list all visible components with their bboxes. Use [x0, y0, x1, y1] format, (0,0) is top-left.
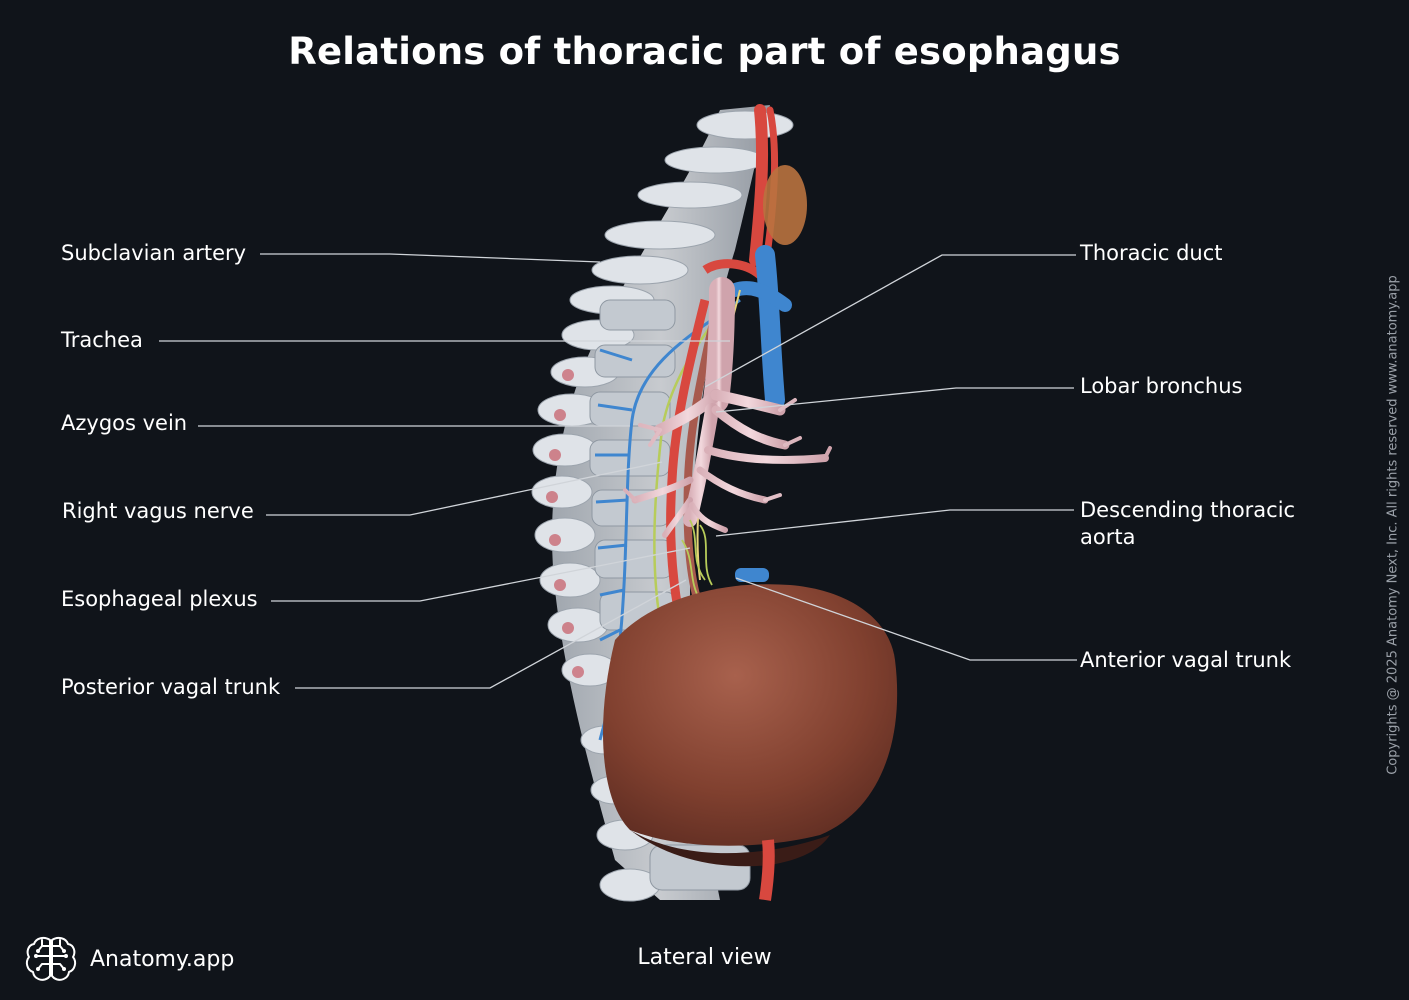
label-anterior-vagal-trunk: Anterior vagal trunk: [1080, 648, 1292, 672]
subclavian-artery: [702, 259, 763, 279]
leader-lobar-bronchus: [715, 387, 1074, 413]
diaphragm-lower-shadow: [630, 830, 830, 867]
copyright-notice: Copyrights @ 2025 Anatomy Next, Inc. All…: [1385, 275, 1401, 775]
label-right-vagus-nerve: Right vagus nerve: [62, 499, 254, 523]
leader-lines: [159, 253, 1077, 689]
label-descending-thoracic-aorta: Descending thoracic aorta: [1080, 498, 1296, 549]
label-lobar-bronchus: Lobar bronchus: [1080, 374, 1243, 398]
inferior-vena-cava: [735, 568, 769, 582]
superior-vena-cava: [728, 245, 792, 410]
label-esophageal-plexus: Esophageal plexus: [61, 587, 258, 611]
abdominal-aorta: [759, 839, 775, 901]
diagram-title: Relations of thoracic part of esophagus: [288, 30, 1121, 73]
label-thoracic-duct: Thoracic duct: [1080, 241, 1223, 265]
leader-anterior-vagal-trunk: [735, 577, 1077, 661]
leader-right-vagus-nerve: [266, 461, 663, 516]
label-posterior-vagal-trunk: Posterior vagal trunk: [61, 675, 281, 699]
leader-descending-aorta: [715, 509, 1074, 537]
leader-subclavian-artery: [260, 253, 601, 263]
thyroid-gland: [763, 165, 807, 245]
label-trachea: Trachea: [61, 328, 143, 352]
brain-circuit-icon: [25, 936, 77, 981]
leader-esophageal-plexus: [271, 547, 691, 602]
brand-name: Anatomy.app: [90, 946, 235, 972]
leader-posterior-vagal-trunk: [295, 579, 687, 689]
diaphragm: [603, 584, 898, 846]
leader-thoracic-duct: [704, 254, 1076, 388]
view-caption: Lateral view: [637, 945, 772, 970]
label-azygos-vein: Azygos vein: [61, 411, 188, 435]
label-subclavian-artery: Subclavian artery: [61, 241, 247, 265]
brand: Anatomy.app: [24, 934, 234, 984]
